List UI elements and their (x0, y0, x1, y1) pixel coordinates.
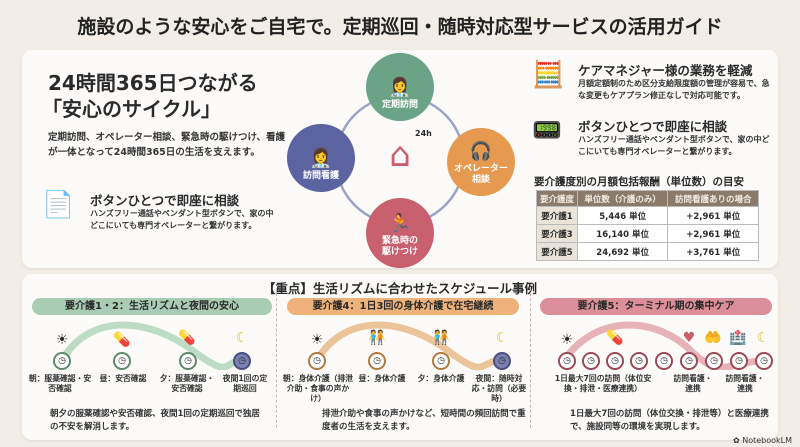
headset-icon: 🎧 (469, 141, 493, 162)
moon-icon: ☾ (756, 330, 770, 346)
right-feature-title-2: ボタンひとつで即座に相談 (578, 119, 728, 134)
timeline-label: 夜間1回の定期巡回 (222, 374, 268, 393)
hero-body: 定期訪問、オペレーター相談、緊急時の駆けつけ、看護が一体となって24時間365日… (48, 132, 286, 158)
nurse-icon: 👩‍⚕️ (309, 148, 333, 169)
clock-icon: ◷ (53, 352, 71, 370)
moon-icon: ☾ (235, 330, 249, 346)
clock-icon: ◷ (680, 352, 698, 370)
clock-icon: ◷ (630, 352, 648, 370)
table-header: 要介護度 (536, 190, 578, 207)
pendant-button-icon: 📟 (532, 116, 562, 144)
medicine-icon: 💊 (606, 330, 624, 346)
24h-label: 24h (415, 129, 432, 138)
timeline-label: 1日最大7回の訪問（体位安換・排泄・医療連携） (554, 374, 652, 393)
clock-icon: ◷ (308, 352, 326, 370)
panel-3-heading: 要介護5：ターミナル期の集中ケア (540, 298, 772, 315)
hero-title-1: 24時間365日つながる (48, 71, 258, 95)
caregiving-icon: 🧑‍🤝‍🧑 (432, 330, 450, 346)
caregiver-icon: 👩‍⚕️ (388, 77, 412, 98)
timeline-label: 訪問看護・連携 (725, 374, 765, 393)
cycle-node-regular-visit: 👩‍⚕️定期訪問 (366, 53, 434, 121)
table-header: 単位数（介護のみ） (576, 190, 669, 207)
clock-icon: ◷ (730, 352, 748, 370)
clock-icon: ◷ (368, 352, 386, 370)
timeline-label: 夕：身体介護 (417, 374, 465, 383)
panel-1-desc: 朝夕の服薬確認や安否確認、夜間1回の定期巡回で独居の不安を解消します。 (50, 409, 260, 432)
medicine-icon: 💊 (113, 332, 131, 348)
table-title: 要介護度別の月額包括報酬（単位数）の目安 (534, 176, 744, 188)
home-heart-icon: ⌂ 24h (389, 129, 432, 175)
clock-icon: ◷ (655, 352, 673, 370)
clock-icon: ◷ (179, 352, 197, 370)
clock-icon: ◷ (233, 352, 251, 370)
sun-icon: ☀ (310, 332, 324, 348)
clock-icon: ◷ (558, 352, 576, 370)
timeline-label: 昼：身体介護 (358, 374, 406, 383)
clock-icon: ◷ (705, 352, 723, 370)
document-icon: 📄 (42, 190, 75, 220)
timeline-label: 訪問看護・連携 (673, 374, 713, 393)
sun-icon: ☀ (560, 332, 574, 348)
right-feature-body-2: ハンズフリー通話やペンダント型ボタンで、家の中どこにいても専門オペレーターと繋が… (578, 135, 770, 156)
moon-icon: ☾ (495, 330, 509, 346)
right-feature-body-1: 月額定額制のため区分支給限度額の管理が容易で、急な変更もケアプラン修正なしで対応… (578, 79, 770, 100)
calculator-icon: 🧮 (532, 60, 565, 90)
caregiving-icon: 🧑‍🤝‍🧑 (368, 330, 386, 346)
clock-icon: ◷ (755, 352, 773, 370)
hero-title-2: 「安心のサイクル」 (42, 97, 221, 121)
clock-icon: ◷ (113, 352, 131, 370)
running-icon: 🏃 (388, 213, 412, 234)
clock-icon: ◷ (493, 352, 511, 370)
hospital-icon: 🏥 (729, 330, 747, 346)
cycle-node-emergency: 🏃緊急時の駆けつけ (366, 198, 434, 268)
timeline-label: 朝：服薬確認・安否確認 (28, 374, 92, 393)
schedule-card: 【重点】生活リズムに合わせたスケジュール事例 要介護1・2：生活リズムと夜間の安… (22, 274, 778, 440)
cycle-node-nursing: 👩‍⚕️訪問看護 (287, 124, 355, 192)
clock-icon: ◷ (582, 352, 600, 370)
panel-2-curve (313, 321, 506, 370)
pills-icon: 💊 (178, 330, 196, 346)
timeline-label: 夜間：随時対応・訪問（必要時） (471, 374, 527, 403)
page-title: 施設のような安心をご自宅で。定期巡回・随時対応型サービスの活用ガイド (77, 16, 723, 38)
sun-icon: ☀ (55, 332, 69, 348)
clock-icon: ◷ (432, 352, 450, 370)
overview-card: 24時間365日つながる 「安心のサイクル」 定期訪問、オペレーター相談、緊急時… (22, 50, 778, 268)
left-feature-body: ハンズフリー通話やペンダント型ボタンで、家の中どこにいても専門オペレーターと繋が… (90, 209, 274, 230)
panel-1-curve (58, 321, 246, 370)
timeline-label: 朝：身体介護（排泄介助・食事の声かけ） (282, 374, 354, 403)
heart-icon: ♥ (682, 330, 696, 346)
panel-2-desc: 排泄介助や食事の声かけなど、短時間の頻回訪問で重度者の生活を支えます。 (322, 409, 526, 432)
table-header: 訪問看護ありの場合 (667, 190, 759, 207)
clock-icon: ◷ (606, 352, 624, 370)
timeline-label: 夕：服薬確認・安否確認 (159, 374, 215, 393)
cycle-node-operator: 🎧オペレーター相談 (447, 128, 515, 196)
schedule-title: 【重点】生活リズムに合わせたスケジュール事例 (262, 281, 538, 296)
timeline-label: 昼：安否確認 (99, 374, 147, 383)
panel-2-heading: 要介護4：1日3回の身体介護で在宅継続 (287, 298, 519, 315)
hand-coin-icon: 🤲 (704, 330, 722, 346)
notebooklm-logo: ✿ NotebookLM (732, 436, 792, 445)
panel-1-heading: 要介護1・2：生活リズムと夜間の安心 (32, 298, 272, 315)
left-feature-title: ボタンひとつで即座に相談 (90, 193, 240, 208)
right-feature-title-1: ケアマネジャー様の業務を軽減 (578, 63, 753, 78)
panel-3-desc: 1日最大7回の訪問（体位交換・排泄等）と医療連携で、施設同等の環境を実現します。 (570, 409, 769, 432)
